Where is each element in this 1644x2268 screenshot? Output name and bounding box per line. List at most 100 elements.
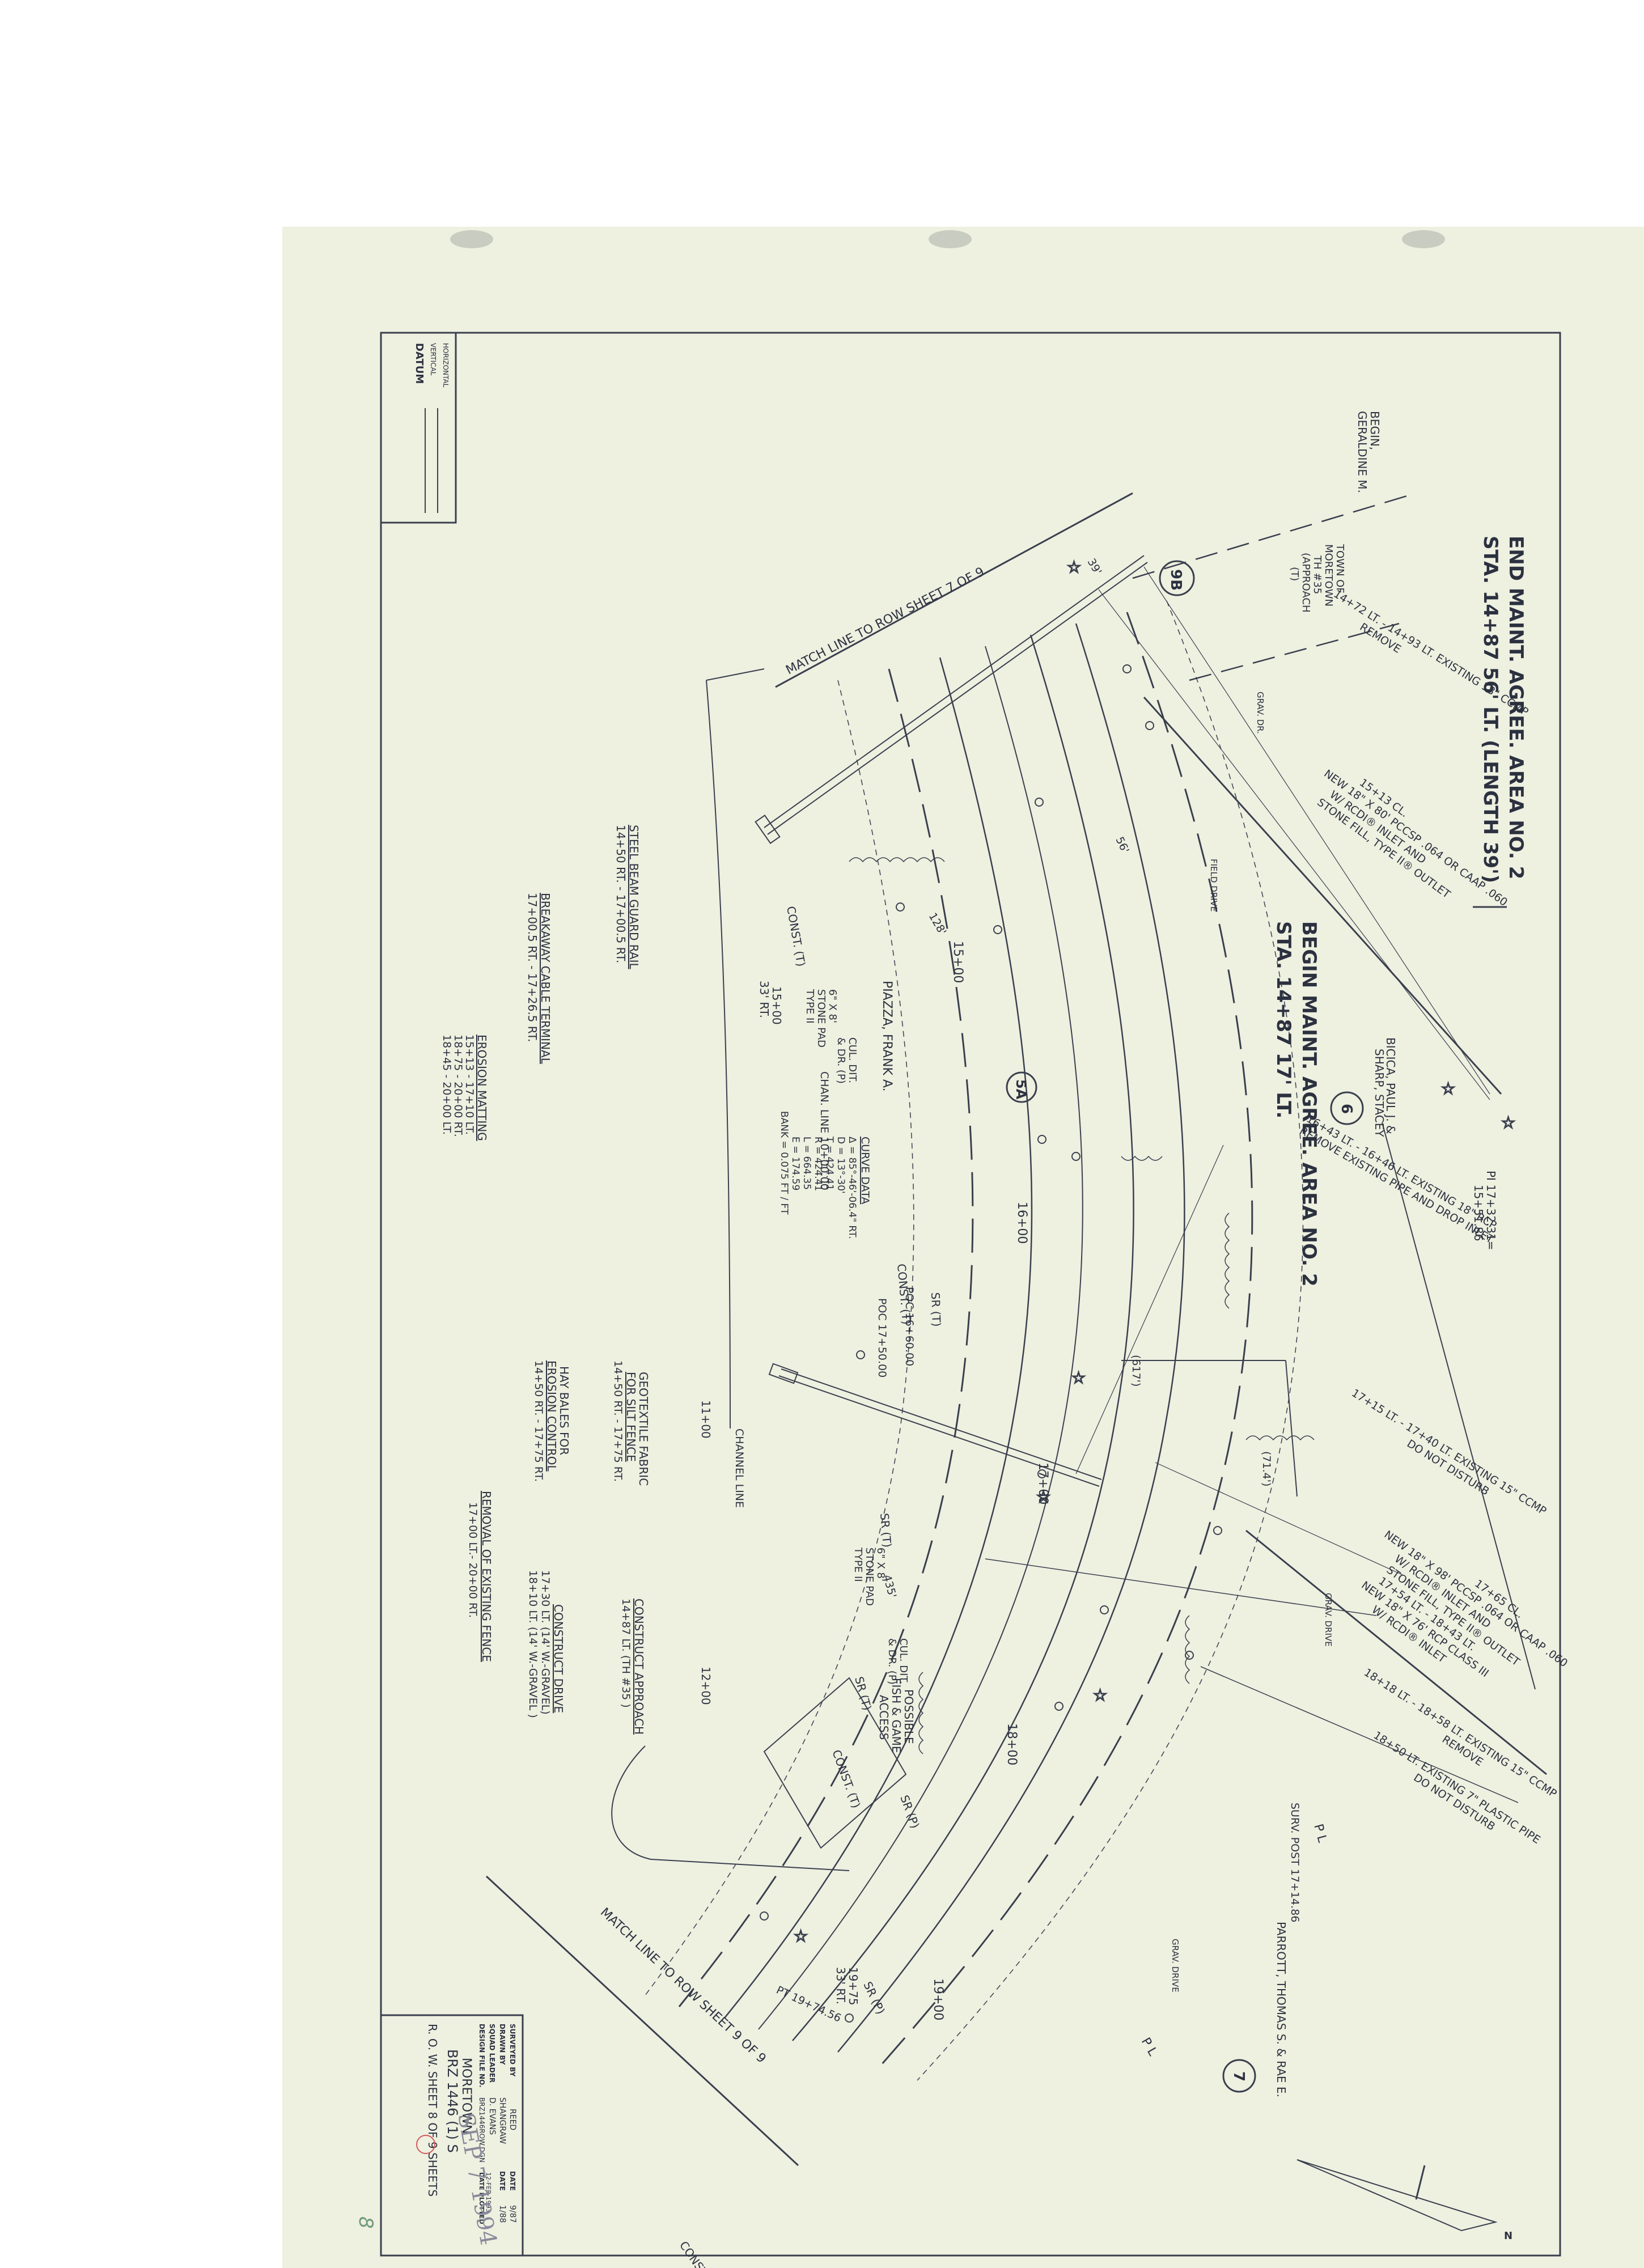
north-letter: N [1504,2230,1512,2242]
curve-title: CURVE DATA [859,1137,871,1204]
svg-text:☆: ☆ [1441,1079,1455,1098]
sr-t-2: SR (T) [878,1512,894,1548]
cul-dit-1: CUL. DIT. [846,1037,858,1083]
sta-1500: 15+00 [951,941,965,983]
channel-line [706,668,765,1429]
drawn-date-label: DATE [498,2171,506,2191]
survey-date: 9/87 [508,2205,517,2223]
poc-1: POC 16+60.00 [903,1287,916,1366]
owner-town-3: TH #35 [1311,555,1323,594]
match-line-bottom [485,1875,799,2167]
construct-drive-title: CONSTRUCT DRIVE [552,1604,565,1713]
dim-56: 56' [1113,835,1131,855]
tree-lines [849,857,1315,1754]
construct-drive-r1: 17+30 LT. (14' W.-GRAVEL) [539,1570,552,1715]
svg-text:☆: ☆ [1071,1368,1086,1387]
erosion-matting-r2: 18+75 - 20+00 RT. [452,1035,464,1137]
owner-labels: BEGIN, GERALDINE M. TOWN OF MORETOWN TH … [880,411,1397,2097]
hay-bales-range: 14+50 RT. - 17+75 RT. [532,1360,545,1482]
north-arrow: N [1296,2159,1512,2242]
culverts [755,555,1490,1576]
fish-game-labels: POSSIBLE FISH & GAME ACCESS [877,1678,916,1753]
steel-guard-rail-range: 14+50 RT. - 17+00.5 RT. [614,825,628,963]
stone-pad-2a: 6" X 8' [875,1548,887,1582]
drive-labels: GRAV. DR. FIELD DRIVE GRAV. DRIVE GRAV. … [1170,692,1333,1993]
sr-t-1: SR (T) [929,1292,943,1327]
hay-bales-title-2: EROSION CONTROL [545,1360,558,1472]
items-legend: STEEL BEAM GUARD RAIL 14+50 RT. - 17+00.… [440,825,650,1735]
pt-label: PT 19+74.56 [774,1984,843,2025]
geotextile-title-1: GEOTEXTILE FABRIC [637,1372,650,1486]
owner-parrott: PARROTT, THOMAS S. & RAE E. [1274,1922,1288,2097]
owner-bicica-1: BICICA, PAUL J. & [1384,1037,1397,1134]
breakaway-range: 17+00.5 RT. - 17+26.5 RT. [526,893,539,1042]
match-line-top-label: MATCH LINE TO ROW SHEET 7 OF 9 [783,565,986,677]
possible-2: FISH & GAME [889,1678,903,1753]
note-1715-a: 17+15 LT. - 17+40 LT. EXISTING 15" CCMP [1349,1387,1548,1517]
erosion-matting-r1: 15+13 - 17+10 LT. [463,1035,476,1135]
end-maint-agreement: END MAINT. AGREE. AREA NO. 2 STA. 14+87 … [1473,536,1527,908]
possible-1: POSSIBLE [902,1689,916,1744]
geotextile-range: 14+50 RT. - 17+75 RT. [612,1360,624,1482]
owner-begin: BEGIN, [1368,411,1382,450]
grav-dr: GRAV. DR. [1255,692,1265,734]
datum-vertical: VERTICAL [429,343,437,376]
fish-game-access-area [611,1677,907,1871]
poc-2: POC 17+50.00 [876,1298,888,1377]
pi-line1: PI 17+32.31= [1484,1171,1498,1250]
stone-pads: 6" X 8' STONE PAD TYPE II CUL. DIT. & DR… [804,989,909,1685]
parcel-6: 6 [1338,1104,1355,1114]
dim-435: 435' [880,1574,899,1600]
drawing-sheet: DATUM VERTICAL HORIZONTAL SURVEYED BY RE… [282,227,1644,2268]
punch-hole [450,230,493,248]
sheet-number: R. O. W. SHEET 8 OF 9 SHEETS [426,2024,439,2197]
cul-dit-2b: & DR. (P) [886,1638,898,1685]
possible-3: ACCESS [877,1695,891,1740]
datum-title: DATUM [413,343,425,384]
stone-pad-1b: STONE PAD [815,989,827,1048]
steel-guard-rail-title: STEEL BEAM GUARD RAIL [627,825,641,969]
pl-2: P L [1138,2036,1160,2059]
owner-town-4: (APPROACH [1300,553,1312,613]
town-name: MORETOWN [459,2058,473,2134]
construct-approach-range: 14+87 LT. (TH #35 ) [620,1599,632,1708]
curve-d: D = 13°-30' [835,1137,846,1194]
curve-r: R = 424.41 [812,1137,824,1191]
const-t-2: CONST. (T) [895,1263,913,1325]
sr-t-3: SR (T) [852,1675,874,1712]
geotextile-title-2: FOR SILT FENCE [624,1372,638,1462]
grav-drive-2: GRAV. DRIVE [1170,1939,1180,1993]
end-maint-line2: STA. 14+87 56' LT. (LENGTH 39') [1479,536,1502,883]
tree-symbols: ☆ ☆ ☆ ☆ ☆ ☆ ☆ [793,557,1516,1946]
curve-bank: BANK = 0.075 FT / FT [778,1111,790,1215]
survey-date-label: DATE [509,2171,516,2191]
chan-line: CHAN. LINE 10+00.00 [818,1071,831,1190]
match-line-top [775,492,1133,688]
svg-text:☆: ☆ [1067,558,1081,576]
begin-maint-line2: STA. 14+87 17' LT. [1272,921,1295,1118]
stone-pad-1c: TYPE II [804,989,816,1024]
punch-hole [1402,230,1445,248]
remove-fence-title: REMOVAL OF EXISTING FENCE [480,1491,493,1662]
design-file-label: DESIGN FILE NO. [478,2024,486,2088]
drawing-border [380,332,1561,2257]
parcel-9b: 9B [1167,569,1184,591]
curve-t: T = 424.41 [824,1136,835,1190]
squad-leader-label: SQUAD LEADER [488,2024,496,2083]
pi-line2: 15+51.86 [1472,1185,1485,1241]
pi-label: PI 17+32.31= 15+51.86 [1472,1171,1498,1250]
svg-text:☆: ☆ [794,1927,808,1945]
curve-e: E = 174.59 [790,1137,801,1190]
note-1818-a: 18+18 LT. - 18+58 LT. EXISTING 15" CCMP [1362,1666,1559,1800]
owner-town-1: TOWN OF [1334,544,1346,594]
parcel-7: 7 [1230,2071,1247,2082]
begin-maint-agreement: BEGIN MAINT. AGREE. AREA NO. 2 STA. 14+8… [1272,921,1320,1287]
alignment-labels: CONST. (T) CONST. (T) CONST. (T) CONST. … [677,905,1329,2268]
station-labels: POC 16+60.00 POC 17+50.00 CHAN. LINE 10+… [699,941,1301,2025]
const-t-1: CONST. (T) [784,905,808,968]
svg-text:☆: ☆ [1501,1113,1515,1132]
sta-1200: 12+00 [699,1667,713,1705]
channel-line-label: CHANNEL LINE [733,1428,745,1508]
note-1643-b: REMOVE EXISTING PIPE AND DROP INLET [1298,1124,1496,1246]
punch-hole [929,230,972,248]
